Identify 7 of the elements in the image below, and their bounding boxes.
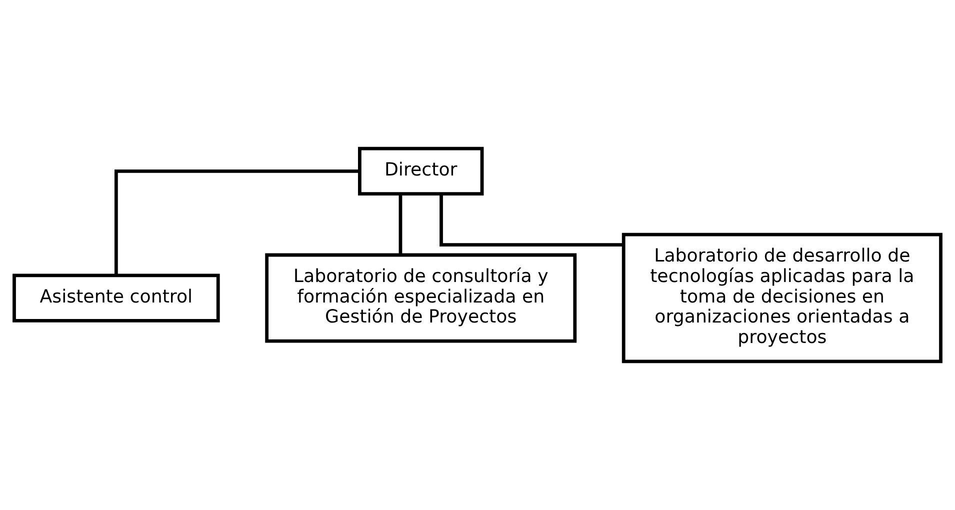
node-box: Laboratorio de consultoría y formación especializada en Gestión de Proyectos [265, 253, 577, 343]
node-box: Laboratorio de desarrollo de tecnologías aplicadas para la toma de decisiones en organizaciones orientadas a proyectos [622, 232, 942, 364]
node-box: Asistente control [12, 274, 220, 322]
connector [440, 194, 624, 246]
connector [114, 169, 360, 276]
node-box: Director [358, 146, 484, 196]
connector [398, 194, 402, 255]
